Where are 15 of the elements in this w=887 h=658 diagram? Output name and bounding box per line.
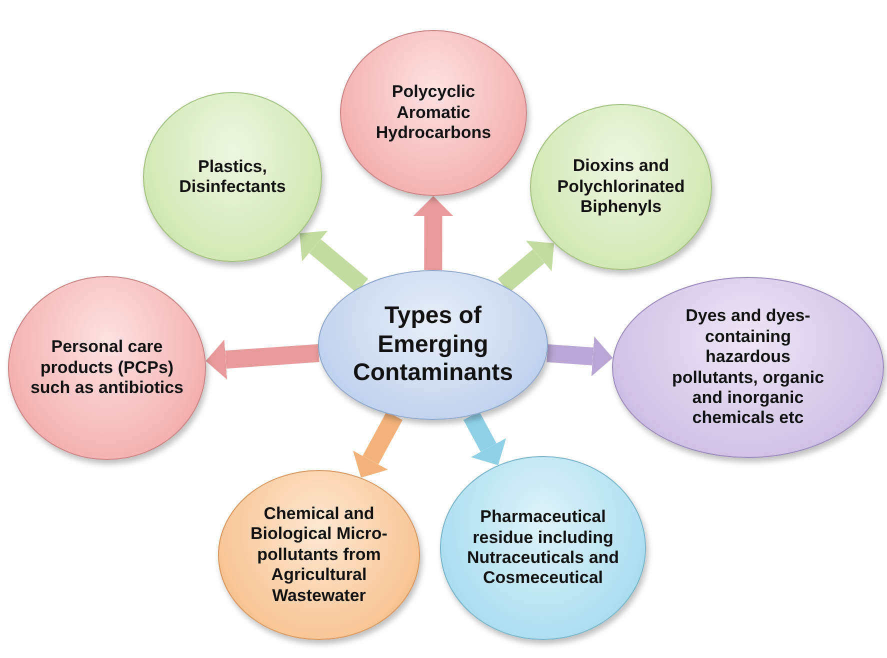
node-label: Dioxins and Polychlorinated Biphenyls <box>556 156 686 218</box>
arrow <box>352 411 403 478</box>
node-label: Plastics, Disinfectants <box>178 156 287 198</box>
arrow <box>463 411 506 466</box>
arrow <box>300 230 368 293</box>
node-label: Personal care products (PCPs) such as antibiotics <box>29 337 185 399</box>
node-label: Polycyclic Aromatic Hydrocarbons <box>374 82 492 144</box>
node-label: Dyes and dyes-containing hazardous pollutants, organic and inorganic chemicals etc <box>670 306 826 429</box>
node-label: Chemical and Biological Micro-pollutants from Agricultural Wastewater <box>250 504 388 606</box>
arrow <box>413 196 454 270</box>
arrow <box>546 336 613 376</box>
arrow <box>206 340 320 380</box>
arrow <box>498 240 554 293</box>
title-text: Types of Emerging Contaminants <box>352 302 514 388</box>
node-label: Pharmaceutical residue including Nutraceuticals and Cosmeceutical <box>466 507 620 589</box>
